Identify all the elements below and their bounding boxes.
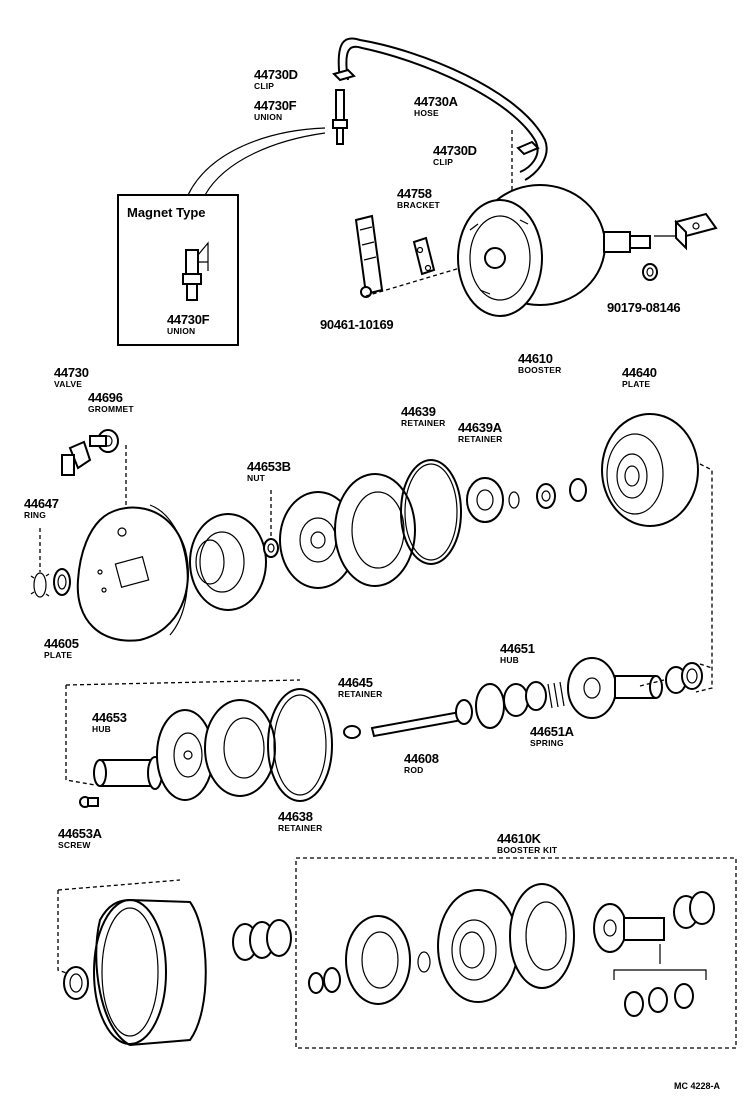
plate-44605 <box>53 568 71 596</box>
ring-44647 <box>30 572 50 598</box>
hose <box>337 37 548 181</box>
figure-code: MC 4228-A <box>674 1081 721 1091</box>
spring-44651a <box>547 681 565 709</box>
kit-small-part <box>417 951 431 973</box>
booster-44610 <box>457 184 651 317</box>
retainer-44639a <box>466 477 504 523</box>
bracket-44758 <box>412 236 436 276</box>
kit-diaphragm-b <box>509 883 575 989</box>
kit-seals <box>673 891 715 929</box>
hub-plate-row3 <box>567 657 663 719</box>
seal-stack-row4 <box>232 919 292 961</box>
diaphragm-c <box>204 699 276 797</box>
kit-plate <box>437 889 519 1003</box>
part-label-90179: 90179-08146 <box>607 300 681 315</box>
retainer-44638 <box>267 688 333 802</box>
clip-right <box>516 140 540 156</box>
seals-row3 <box>665 662 703 694</box>
retainer-44639 <box>400 459 462 565</box>
union-top <box>332 89 348 145</box>
diaphragm-a <box>189 513 267 611</box>
kit-bracket-leader <box>613 944 707 980</box>
kit-o-rings <box>624 983 694 1017</box>
magnet-type-title: Magnet Type <box>127 205 206 220</box>
screw-44653a <box>79 796 99 808</box>
grommet-44696 <box>89 429 119 453</box>
hub-44651 <box>475 681 547 729</box>
booster-kit-box <box>295 857 737 1049</box>
seal-row4 <box>63 966 89 1000</box>
plate-44640 <box>601 413 699 527</box>
valve-44730 <box>61 440 92 476</box>
row4-dashed-leader <box>57 879 181 976</box>
kit-small-seals <box>308 967 341 994</box>
kit-diaphragm-a <box>345 915 411 1005</box>
rod-44608 <box>370 699 473 738</box>
row3-dashed-frame <box>65 679 301 786</box>
magnet-union <box>182 241 209 301</box>
part-label-90461: 90461-10169 <box>320 317 394 332</box>
small-washers-row2 <box>508 478 587 509</box>
nut-90179 <box>642 263 658 281</box>
leader-magnet <box>187 127 326 196</box>
front-shell <box>76 504 189 642</box>
clip-top <box>332 68 356 82</box>
nut-44653b <box>263 538 279 558</box>
hub-44653 <box>93 756 163 790</box>
bolt-90461-10169 <box>354 214 384 298</box>
rear-shell <box>93 898 207 1047</box>
clevis <box>654 212 718 251</box>
retainer-44645 <box>343 725 361 739</box>
magnet-type-box <box>117 194 239 346</box>
kit-hub <box>593 903 665 953</box>
diaphragm-b <box>334 473 416 587</box>
